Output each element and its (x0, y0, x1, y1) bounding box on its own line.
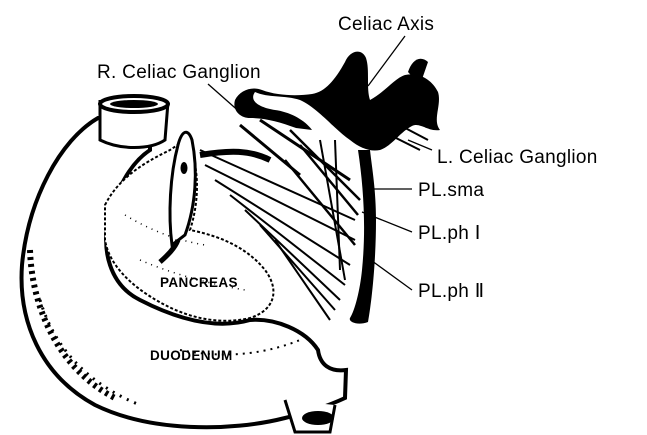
leader-pl-ph-2 (368, 258, 412, 290)
label-l-celiac-ganglion: L. Celiac Ganglion (437, 147, 598, 168)
label-pl-ph-1: PL.ph Ⅰ (418, 223, 481, 244)
superior-mesenteric-artery (350, 150, 376, 324)
label-pl-ph-2: PL.ph Ⅱ (418, 281, 484, 302)
celiac-axis (234, 52, 440, 151)
label-duodenum: DUODENUM (150, 348, 233, 363)
duodenal-bulb (100, 96, 168, 148)
label-pl-sma: PL.sma (418, 180, 484, 201)
label-pancreas: PANCREAS (160, 275, 238, 290)
label-r-celiac-ganglion: R. Celiac Ganglion (97, 62, 261, 83)
label-celiac-axis: Celiac Axis (338, 14, 434, 35)
